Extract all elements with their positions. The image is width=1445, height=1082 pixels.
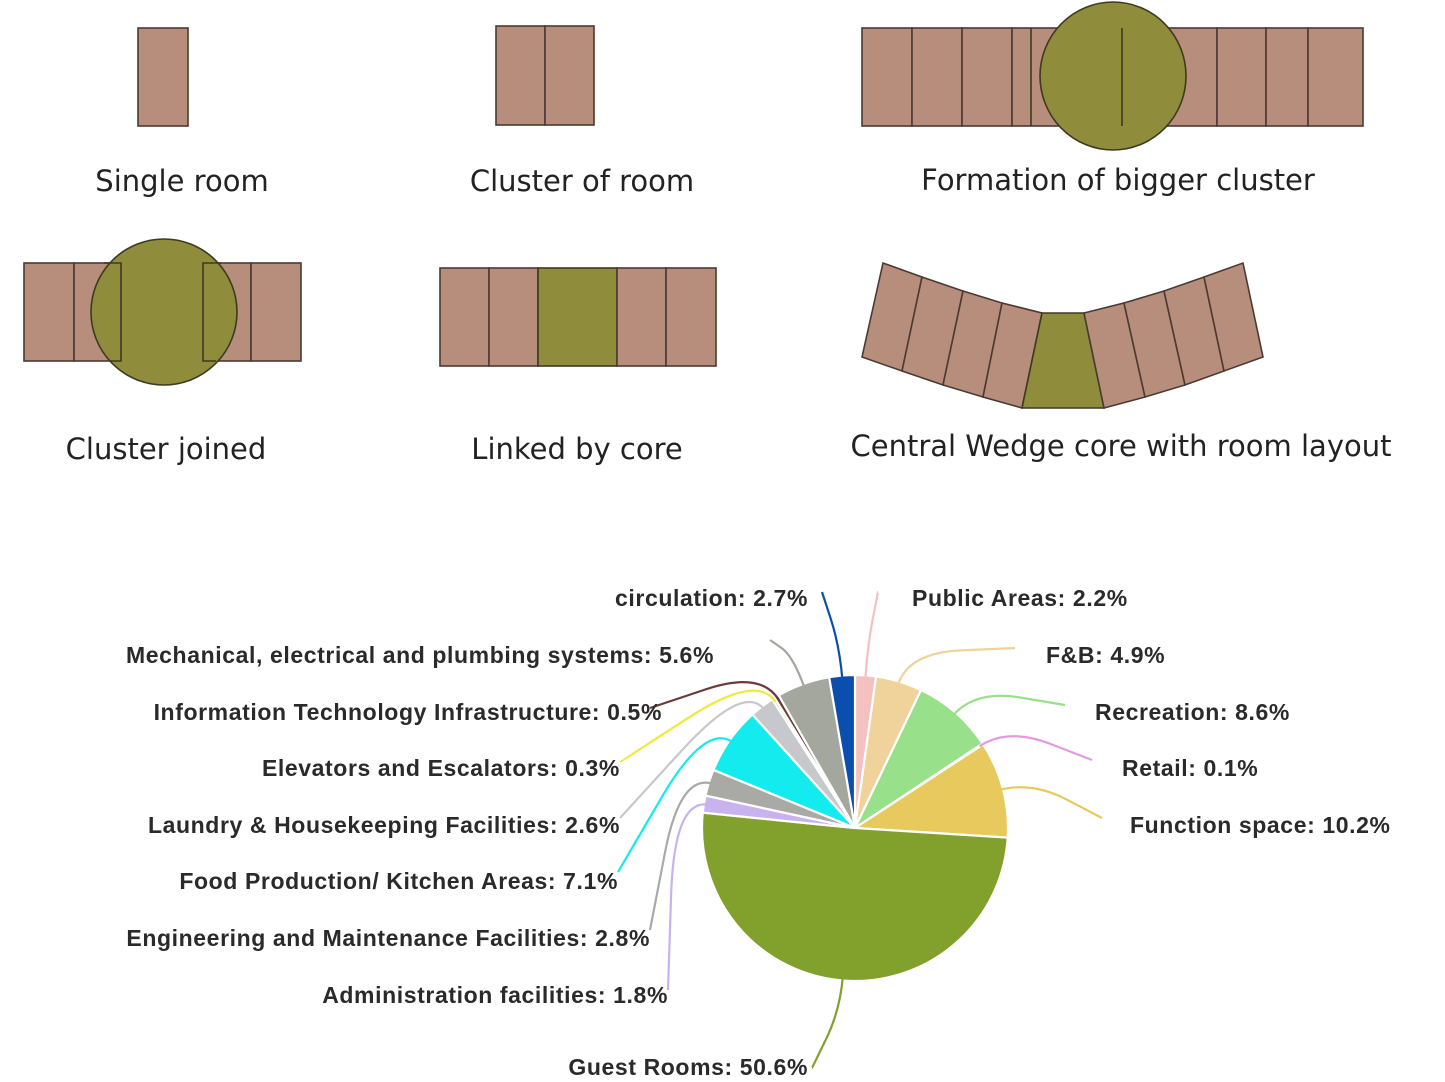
pie-label: Mechanical, electrical and plumbing syst… [126,642,714,668]
core-circle [1039,1,1187,151]
pie-label: Recreation: 8.6% [1095,699,1290,725]
leader-line [648,781,714,931]
pie-label: Guest Rooms: 50.6% [568,1054,808,1080]
room-block [961,27,1013,127]
pie-label: Function space: 10.2% [1130,812,1391,838]
diagram-label-cluster-of-room: Cluster of room [470,164,694,198]
leader-line [619,689,777,763]
diagram-central-wedge: Central Wedge core with room layout [850,261,1392,463]
diagram-label-linked-by-core: Linked by core [471,432,682,466]
leader-line [619,700,766,819]
diagram-label-bigger-cluster: Formation of bigger cluster [921,163,1315,197]
pie-chart [700,673,1010,983]
pie-label: Engineering and Maintenance Facilities: … [126,925,650,951]
room-block [439,267,490,367]
room-outline [104,262,122,362]
leader-line [617,737,734,873]
leader-line [952,694,1066,717]
leader-line [666,803,709,991]
diagram-cluster-of-room: Cluster of room [470,25,694,198]
diagram-label-cluster-joined: Cluster joined [66,432,267,466]
leader-line [998,786,1103,819]
pie-label: F&B: 4.9% [1046,642,1165,668]
pie-label: Retail: 0.1% [1122,755,1258,781]
room-block [488,267,539,367]
leader-line [649,681,780,710]
room-block [665,267,717,367]
room-block [250,262,302,362]
pie-label: circulation: 2.7% [615,585,808,611]
pie-label: Administration facilities: 1.8% [322,982,668,1008]
pie-label: Information Technology Infrastructure: 0… [154,699,662,725]
diagram-cluster-joined: Cluster joined [23,238,302,466]
leader-line [769,639,806,689]
pie-label: Food Production/ Kitchen Areas: 7.1% [179,868,618,894]
room-outline [202,262,221,362]
leader-line [820,591,844,680]
room-block [23,262,75,362]
pie-label: Elevators and Escalators: 0.3% [262,755,620,781]
diagram-label-central-wedge: Central Wedge core with room layout [850,429,1391,463]
room-block [861,27,913,127]
room-block [1265,27,1309,127]
diagram-bigger-cluster: Formation of bigger cluster [861,1,1364,197]
room-block [137,27,189,127]
diagram-single-room: Single room [95,27,269,198]
diagram-linked-by-core: Linked by core [439,267,717,466]
leader-line [978,735,1093,762]
diagram-label-single-room: Single room [95,164,268,198]
leader-line [810,976,844,1069]
pie-slice-guest-rooms [700,811,1009,983]
room-block [1203,261,1264,373]
core-rectangle [537,267,618,367]
room-block [495,25,546,126]
room-block [1216,27,1267,127]
pie-label: Laundry & Housekeeping Facilities: 2.6% [148,812,620,838]
pie-label: Public Areas: 2.2% [912,585,1128,611]
pie-leader-lines [617,591,1103,1069]
room-block [1307,27,1364,127]
core-circle [90,238,238,386]
room-block [911,27,963,127]
room-block [544,25,595,126]
leader-line [864,591,880,680]
leader-line [896,646,1016,686]
room-block [616,267,667,367]
pie-labels: Public Areas: 2.2% F&B: 4.9% Recreation: 8… [126,585,1391,1080]
